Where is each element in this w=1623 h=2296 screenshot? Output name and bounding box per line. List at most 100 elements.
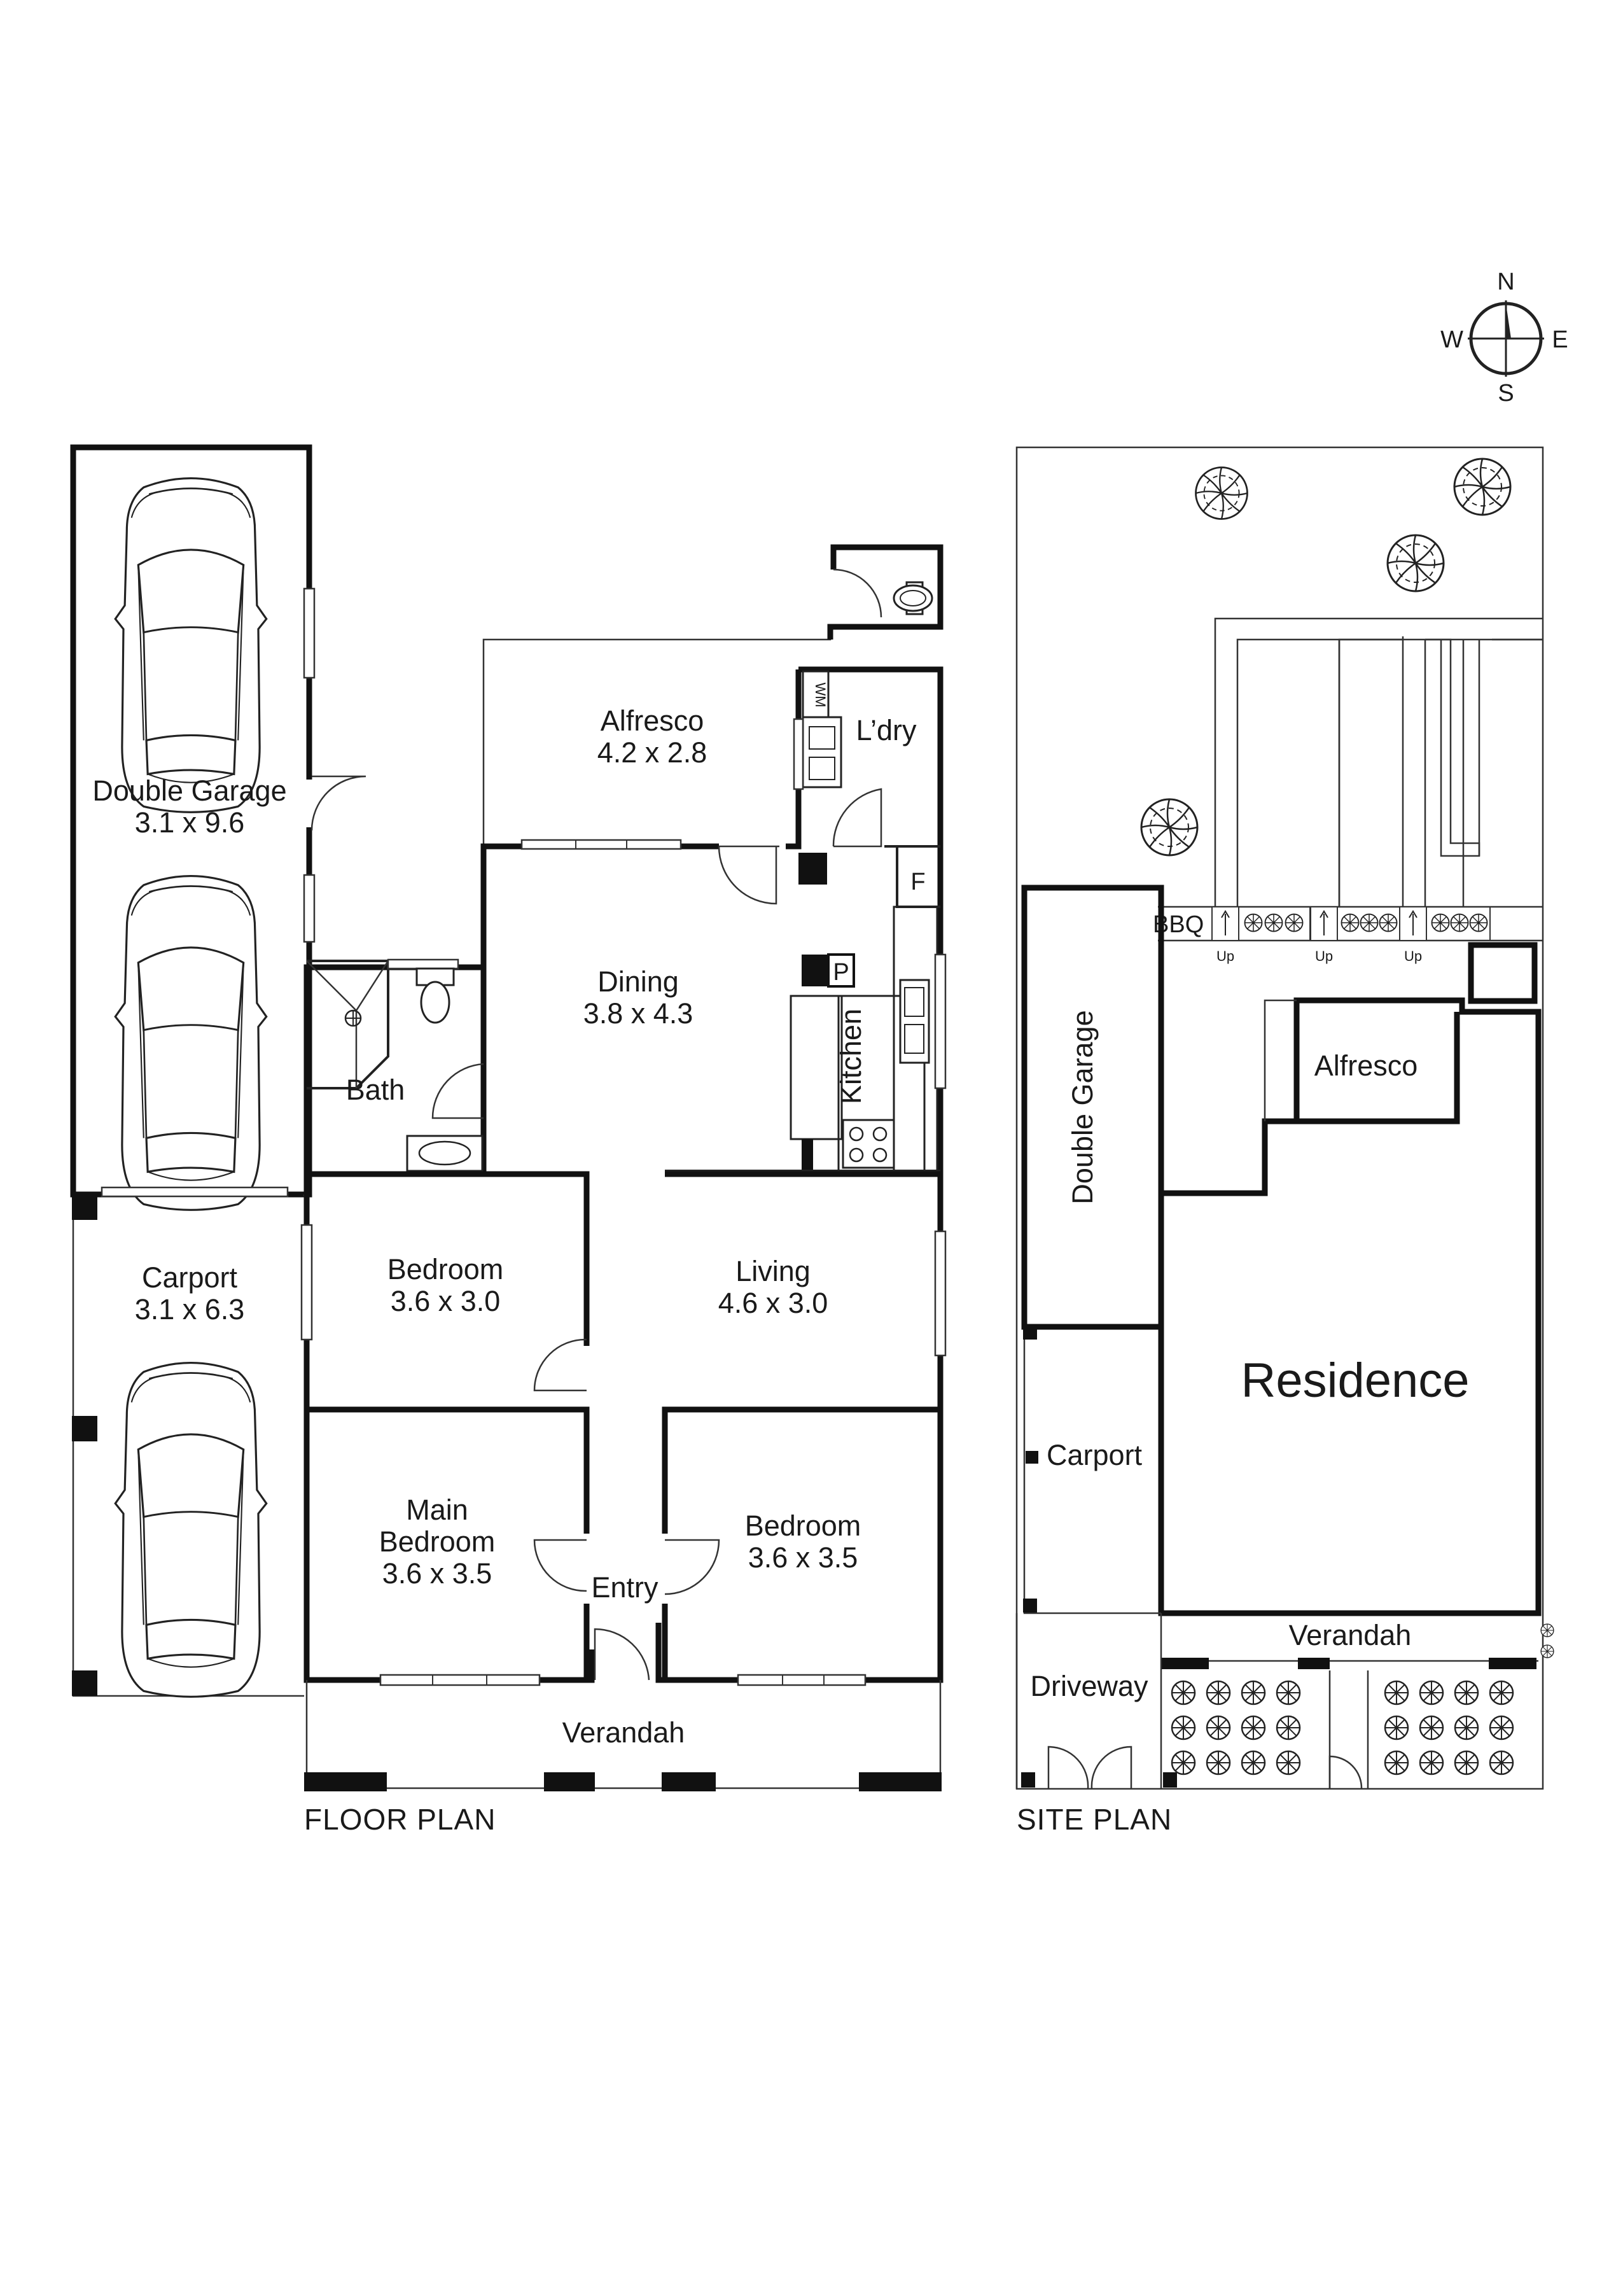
- site-carport-outline: [1023, 1327, 1161, 1614]
- bath-door-swing: [431, 1063, 484, 1119]
- shrub-icon: [1540, 1623, 1554, 1637]
- driveway-label: Driveway: [1030, 1670, 1148, 1702]
- garden-bed-outline: [1214, 617, 1543, 907]
- shrub-icon: [1244, 913, 1263, 932]
- shrub-icon: [1469, 913, 1488, 932]
- front-garden-right: [1384, 1680, 1514, 1775]
- car-icon: [114, 874, 268, 1211]
- site-plan: BBQ Up Up Up Double Garage: [1015, 446, 1554, 1836]
- step-up-label-3: Up: [1404, 948, 1422, 964]
- bedroom-3-walls: [662, 1406, 940, 1534]
- bedroom-2-size: 3.6 x 3.0: [391, 1285, 501, 1317]
- driveway-gates: [1047, 1746, 1132, 1789]
- entry-name: Entry: [591, 1571, 658, 1604]
- shrub-icon: [1264, 913, 1283, 932]
- tree-icon: [1453, 458, 1512, 516]
- shower-enclosure: [307, 960, 389, 1089]
- main-bedroom-line1: Main: [406, 1494, 468, 1526]
- kitchen-island: [790, 995, 843, 1140]
- bedroom-3-name: Bedroom: [745, 1509, 861, 1542]
- bedroom-2-walls: [307, 1171, 590, 1346]
- shrub-icon: [1431, 913, 1450, 932]
- main-bedroom-size: 3.6 x 3.5: [382, 1557, 492, 1590]
- shrub-icon: [1285, 913, 1304, 932]
- washing-machine-box: [802, 670, 830, 718]
- alfresco-name: Alfresco: [601, 704, 704, 737]
- main-bedroom-window: [379, 1674, 541, 1686]
- compass-east: E: [1552, 326, 1568, 353]
- dining-size: 3.8 x 4.3: [583, 997, 693, 1030]
- tree-icon: [1195, 466, 1248, 520]
- floor-plan: WM F P: [70, 444, 947, 1836]
- pantry-box: [802, 955, 830, 986]
- outdoor-wc-walls: [827, 544, 944, 640]
- residence-label: Residence: [1241, 1354, 1469, 1408]
- residence-block: [1158, 997, 1542, 1616]
- entry-door-swing: [594, 1628, 650, 1681]
- living-window: [934, 1230, 947, 1357]
- wc-door-swing: [833, 568, 882, 618]
- verandah-post: [544, 1772, 595, 1791]
- verandah-name: Verandah: [562, 1716, 685, 1749]
- bedroom-2-door-swing: [533, 1338, 587, 1392]
- site-plan-caption: SITE PLAN: [1017, 1803, 1172, 1836]
- kitchen-window: [934, 953, 947, 1089]
- site-double-garage-label: Double Garage: [1066, 1010, 1099, 1204]
- shrub-icon: [1360, 913, 1379, 932]
- shrub-icon: [1450, 913, 1469, 932]
- verandah-post: [662, 1772, 716, 1791]
- dining-door-swing: [718, 845, 779, 905]
- compass-north: N: [1497, 269, 1514, 295]
- bath-name: Bath: [346, 1074, 405, 1106]
- fridge-label: F: [910, 869, 925, 895]
- carport-name: Carport: [142, 1261, 238, 1294]
- site-boundary: [1015, 446, 1544, 1790]
- toilet-icon: [893, 584, 933, 612]
- verandah-post: [304, 1772, 387, 1791]
- verandah-outline: [305, 1680, 942, 1789]
- bedroom-3-door-swing: [664, 1539, 720, 1595]
- carport-post: [72, 1416, 97, 1441]
- carport-post: [72, 1194, 97, 1220]
- tree-icon: [1140, 798, 1199, 857]
- site-alfresco-label: Alfresco: [1314, 1049, 1418, 1082]
- verandah-post: [859, 1772, 942, 1791]
- bath-window: [387, 958, 459, 970]
- kitchen-name: Kitchen: [835, 1009, 867, 1104]
- garage-door-swing: [310, 775, 366, 831]
- bedroom-2-name: Bedroom: [387, 1253, 504, 1285]
- bedroom-3-size: 3.6 x 3.5: [748, 1541, 858, 1574]
- garage-roller-door: [101, 1186, 289, 1198]
- front-garden-left: [1171, 1680, 1301, 1775]
- main-bedroom-line2: Bedroom: [379, 1525, 496, 1558]
- carport-size: 3.1 x 6.3: [135, 1293, 245, 1326]
- site-carport-label: Carport: [1047, 1439, 1143, 1471]
- site-verandah-label: Verandah: [1289, 1619, 1412, 1651]
- outbuilding: [1468, 942, 1538, 1004]
- alfresco-size: 4.2 x 2.8: [597, 736, 707, 769]
- toilet-icon: [420, 981, 450, 1024]
- alfresco-sliding-door: [520, 839, 682, 850]
- step-up-label-1: Up: [1216, 948, 1234, 964]
- laundry-door-swing: [832, 788, 882, 848]
- pantry-label: P: [833, 959, 849, 986]
- bedroom-3-window: [737, 1674, 867, 1686]
- carport-post: [72, 1670, 97, 1696]
- car-icon: [114, 1362, 268, 1698]
- washing-machine-label: WM: [812, 682, 828, 707]
- main-bedroom-door-swing: [533, 1539, 587, 1592]
- bedroom-2-window: [300, 1224, 313, 1341]
- laundry-window: [793, 718, 804, 790]
- compass-west: W: [1440, 326, 1463, 353]
- car-icon: [114, 477, 268, 813]
- garage-window-upper: [303, 587, 316, 679]
- shrub-icon: [1540, 1644, 1554, 1658]
- double-garage-name: Double Garage: [92, 774, 286, 807]
- living-name: Living: [735, 1255, 811, 1287]
- dining-name: Dining: [597, 965, 679, 998]
- tree-icon: [1386, 534, 1445, 592]
- living-size: 4.6 x 3.0: [718, 1287, 828, 1319]
- compass: N E S W: [1440, 269, 1568, 407]
- compass-south: S: [1498, 380, 1514, 407]
